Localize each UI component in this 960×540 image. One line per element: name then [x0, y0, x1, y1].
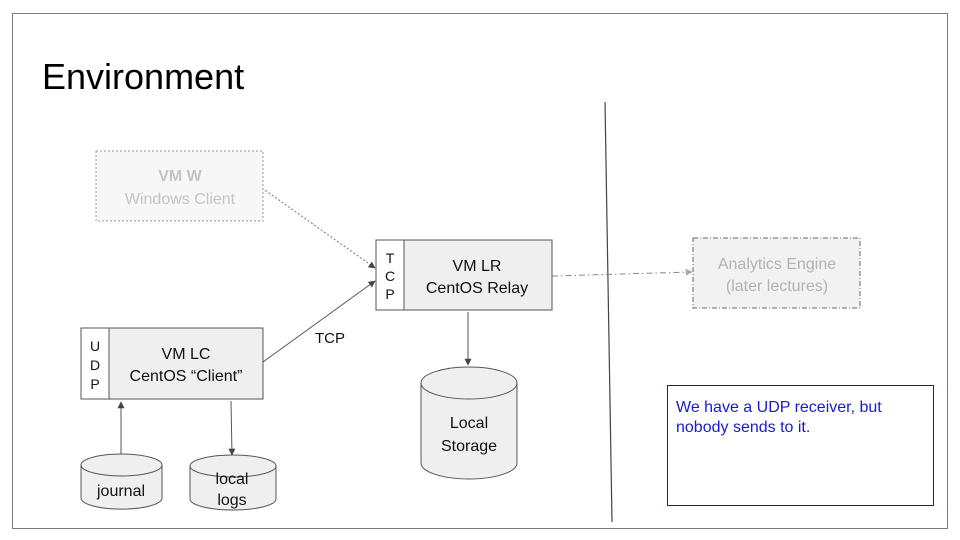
edge-vmlr-to-analytics: [551, 268, 693, 277]
vm-w-name: VM W: [158, 168, 202, 185]
vm-w-role: Windows Client: [125, 191, 236, 208]
journal-cylinder: journal: [80, 453, 163, 510]
local-logs-line2: logs: [217, 492, 246, 509]
storage-line2: Storage: [441, 438, 497, 455]
vm-lr-port-letter: C: [385, 268, 395, 284]
storage-line1: Local: [450, 415, 488, 432]
vm-lr-name: VM LR: [453, 258, 502, 275]
section-divider: [604, 101, 613, 523]
local-logs-cylinder: local logs: [189, 454, 277, 511]
vm-lc-port-letter: P: [90, 376, 99, 392]
local-storage-cylinder: Local Storage: [420, 366, 518, 480]
analytics-line2: (later lectures): [726, 278, 828, 295]
vm-lc-port-letter: D: [90, 357, 100, 373]
edge-label-tcp: TCP: [315, 330, 345, 347]
vm-lr-port-letter: T: [386, 250, 395, 266]
note-text: We have a UDP receiver, but nobody sends…: [676, 399, 882, 436]
slide-frame: [12, 13, 948, 529]
vm-lr-role: CentOS Relay: [426, 280, 528, 297]
vm-lr-port-letter: P: [385, 286, 394, 302]
local-logs-line1: local: [216, 471, 249, 488]
vm-lc-port-letter: U: [90, 338, 100, 354]
note-box: We have a UDP receiver, but nobody sends…: [667, 385, 934, 506]
slide-title: Environment: [42, 56, 245, 97]
journal-label: journal: [96, 483, 145, 500]
edge-vmw-to-vmlr: [261, 187, 376, 269]
vm-lc-name: VM LC: [162, 346, 211, 363]
vm-w-box: VM W Windows Client: [95, 150, 264, 222]
vm-lr-box: T C P VM LR CentOS Relay: [375, 239, 553, 311]
analytics-engine-box: Analytics Engine (later lectures): [692, 237, 861, 309]
vm-lc-role: CentOS “Client”: [130, 368, 243, 385]
analytics-line1: Analytics Engine: [718, 256, 836, 273]
vm-lc-box: U D P VM LC CentOS “Client”: [80, 327, 264, 400]
edge-vmlc-to-vmlr: [262, 280, 376, 363]
edge-vmlc-to-local-logs: [228, 400, 236, 456]
